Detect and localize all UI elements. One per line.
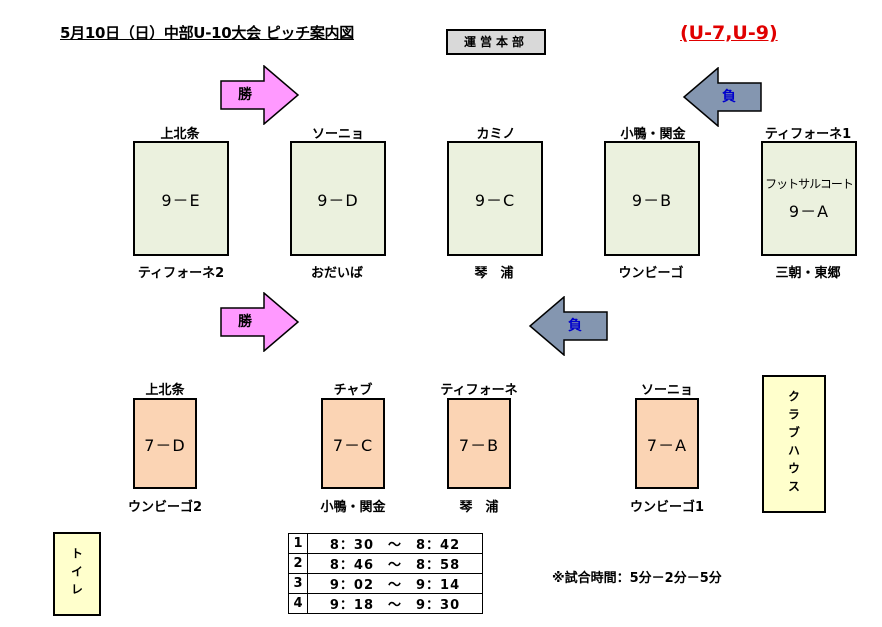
- team-label: ティフォーネ1: [764, 127, 852, 142]
- court-label: 7－D: [144, 435, 186, 455]
- team-label: カミノ: [476, 127, 516, 142]
- court-label: 7－C: [332, 435, 374, 455]
- team-label: おだいば: [310, 266, 363, 281]
- match-time: 8：46 ～ 8：58: [307, 553, 483, 574]
- toilet-box: トイレ: [53, 532, 101, 616]
- court-label: 7－A: [646, 435, 688, 455]
- clubhouse-box: クラブハウス: [762, 375, 826, 513]
- team-label: ソーニョ: [311, 127, 364, 142]
- lose-label: 負: [722, 89, 736, 105]
- left-arrow-icon: [528, 296, 608, 356]
- win-arrow-bottom: 勝: [220, 292, 300, 352]
- court-9b: 9－B: [604, 141, 700, 256]
- team-label: 上北条: [145, 383, 185, 398]
- court-9a: フットサルコート 9－A: [761, 141, 857, 256]
- team-label: ウンビーゴ2: [127, 500, 203, 515]
- lose-arrow-top: 負: [682, 67, 762, 127]
- match-number: 4: [288, 593, 308, 614]
- match-schedule-table: 1 8：30 ～ 8：42 2 8：46 ～ 8：58 3 9：02 ～ 9：1…: [288, 533, 483, 614]
- match-time: 9：02 ～ 9：14: [307, 573, 483, 594]
- court-9d: 9－D: [290, 141, 386, 256]
- match-time: 8：30 ～ 8：42: [307, 533, 483, 554]
- right-arrow-icon: [220, 65, 300, 125]
- court-9e: 9－E: [133, 141, 229, 256]
- match-duration-note: ※試合時間：5分－2分－5分: [552, 571, 722, 586]
- team-label: 上北条: [160, 127, 200, 142]
- court-label: 9－B: [631, 190, 673, 210]
- match-time: 9：18 ～ 9：30: [307, 593, 483, 614]
- futsal-court-label: フットサルコート: [765, 177, 854, 191]
- court-7d: 7－D: [133, 398, 197, 489]
- match-number: 3: [288, 573, 308, 594]
- team-label: 小鴨・関金: [620, 127, 686, 142]
- lose-label: 負: [568, 318, 582, 334]
- page-title: 5月10日（日）中部U-10大会 ピッチ案内図: [60, 24, 354, 42]
- right-arrow-icon: [220, 292, 300, 352]
- match-number: 1: [288, 533, 308, 554]
- court-label: 9－A: [788, 202, 830, 221]
- team-label: ティフォーネ: [440, 383, 518, 398]
- win-label: 勝: [238, 314, 252, 330]
- court-label: 9－E: [161, 190, 201, 210]
- court-9c: 9－C: [447, 141, 543, 256]
- win-arrow-top: 勝: [220, 65, 300, 125]
- court-label: 7－B: [458, 435, 500, 455]
- team-label: ウンビーゴ1: [629, 500, 705, 515]
- age-group-label: (U-7,U-9): [680, 22, 778, 44]
- hq-box: 運営本部: [446, 29, 546, 55]
- team-label: ウンビーゴ: [618, 266, 684, 281]
- team-label: ティフォーネ2: [137, 266, 225, 281]
- team-label: 小鴨・関金: [320, 500, 386, 515]
- lose-arrow-bottom: 負: [528, 296, 608, 356]
- court-7b: 7－B: [447, 398, 511, 489]
- team-label: 琴 浦: [474, 266, 514, 281]
- court-label: 9－D: [317, 190, 359, 210]
- left-arrow-icon: [682, 67, 762, 127]
- team-label: チャブ: [333, 383, 373, 398]
- table-row: 4 9：18 ～ 9：30: [288, 593, 483, 614]
- court-7c: 7－C: [321, 398, 385, 489]
- team-label: ソーニョ: [640, 383, 693, 398]
- team-label: 三朝・東郷: [775, 266, 841, 281]
- match-number: 2: [288, 553, 308, 574]
- table-row: 1 8：30 ～ 8：42: [288, 533, 483, 554]
- table-row: 3 9：02 ～ 9：14: [288, 573, 483, 594]
- table-row: 2 8：46 ～ 8：58: [288, 553, 483, 574]
- court-7a: 7－A: [635, 398, 699, 489]
- team-label: 琴 浦: [459, 500, 499, 515]
- win-label: 勝: [238, 87, 252, 103]
- court-label: 9－C: [474, 190, 516, 210]
